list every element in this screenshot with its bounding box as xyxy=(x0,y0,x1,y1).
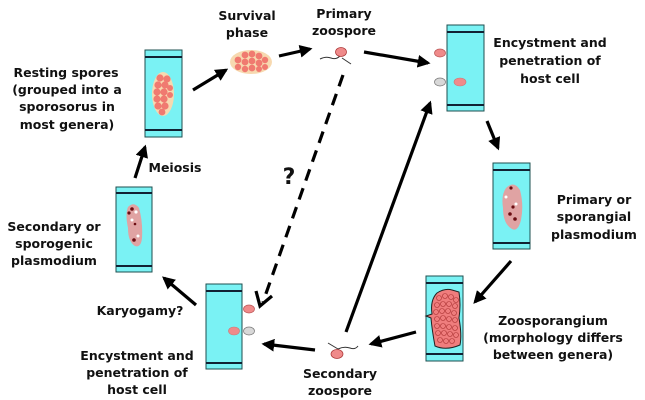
arrow-meiosis xyxy=(133,144,148,179)
label-encystment-top: Encystment and penetration of host cell xyxy=(493,35,606,86)
zoospore-cyst xyxy=(243,304,255,314)
label-primary-zoospore: Primary zoospore xyxy=(312,6,376,38)
label-line: Secondary or xyxy=(7,219,101,234)
penetrated-amoeba xyxy=(228,326,240,336)
label-line: sporogenic xyxy=(15,236,93,251)
label-karyogamy: Karyogamy? xyxy=(97,303,184,318)
label-secondary-plasmodium: Secondary or sporogenic plasmodium xyxy=(7,219,101,268)
label-question-mark: ? xyxy=(283,165,296,190)
label-line: Primary xyxy=(316,6,371,21)
empty-cyst xyxy=(243,326,255,336)
label-resting-spores: Resting spores (grouped into a sporosoru… xyxy=(12,65,122,132)
label-line: Resting spores xyxy=(13,65,118,80)
label-line: sporangial xyxy=(557,209,631,224)
arrow-dashed-unknown xyxy=(261,74,345,303)
label-line: most genera) xyxy=(20,117,115,132)
zoospore-cyst xyxy=(434,48,446,58)
label-line: Secondary xyxy=(303,366,377,381)
arrow-primary-zoospore-to-encystment xyxy=(363,50,431,68)
arrow-resting-to-survival xyxy=(192,68,229,92)
host-cell-primary-plasmodium xyxy=(492,162,531,250)
secondary-zoospore xyxy=(327,342,359,359)
label-line: Zoosporangium xyxy=(498,313,608,328)
label-line: zoospore xyxy=(312,23,376,38)
host-cell-encystment-secondary xyxy=(205,283,255,370)
label-survival-phase: Survival phase xyxy=(218,8,275,40)
arrow-karyogamy xyxy=(162,276,198,307)
label-line: penetration of xyxy=(86,365,188,380)
penetrated-amoeba xyxy=(453,77,467,87)
arrow-primary-plasmodium-to-zoosporangium xyxy=(473,259,513,304)
label-primary-plasmodium: Primary or sporangial plasmodium xyxy=(551,192,637,242)
host-cell-encystment-primary xyxy=(434,24,485,112)
arrow-encystment-to-primary-plasmodium xyxy=(485,120,501,151)
arrow-secondary-zoospore-to-encystment-bottom xyxy=(261,338,316,352)
label-line: phase xyxy=(226,25,268,40)
arrow-secondary-zoospore-to-encystment-top xyxy=(344,100,433,333)
label-line: Survival xyxy=(218,8,275,23)
host-cell-resting-spores xyxy=(144,49,183,138)
label-secondary-zoospore: Secondary zoospore xyxy=(303,366,377,398)
label-line: Encystment and xyxy=(493,35,606,50)
label-zoosporangium: Zoosporangium (morphology differs betwee… xyxy=(483,313,623,362)
primary-zoospore xyxy=(319,47,352,65)
arrow-survival-to-primary-zoospore xyxy=(278,45,313,58)
label-encystment-bottom: Encystment and penetration of host cell xyxy=(80,348,193,397)
label-line: plasmodium xyxy=(551,227,637,242)
host-cell-zoosporangium xyxy=(424,275,464,362)
arrows xyxy=(133,45,513,352)
label-line: (morphology differs xyxy=(483,330,623,345)
label-line: host cell xyxy=(520,71,580,86)
label-line: penetration of xyxy=(499,53,601,68)
arrow-zoosporangium-to-secondary-zoospore xyxy=(368,330,417,348)
label-line: between genera) xyxy=(493,347,613,362)
empty-cyst xyxy=(434,77,446,87)
label-line: Encystment and xyxy=(80,348,193,363)
host-cell-secondary-plasmodium xyxy=(115,186,153,273)
label-line: host cell xyxy=(107,382,167,397)
label-line: (grouped into a xyxy=(12,82,122,97)
label-line: plasmodium xyxy=(11,253,97,268)
label-line: sporosorus in xyxy=(19,99,115,114)
survival-sporosorus xyxy=(230,50,272,74)
label-line: Primary or xyxy=(557,192,632,207)
dashed-arrow-head xyxy=(254,290,274,309)
label-line: zoospore xyxy=(308,383,372,398)
sporosorus xyxy=(152,72,174,116)
label-meiosis: Meiosis xyxy=(149,160,202,175)
zoospore-cluster xyxy=(433,293,459,344)
